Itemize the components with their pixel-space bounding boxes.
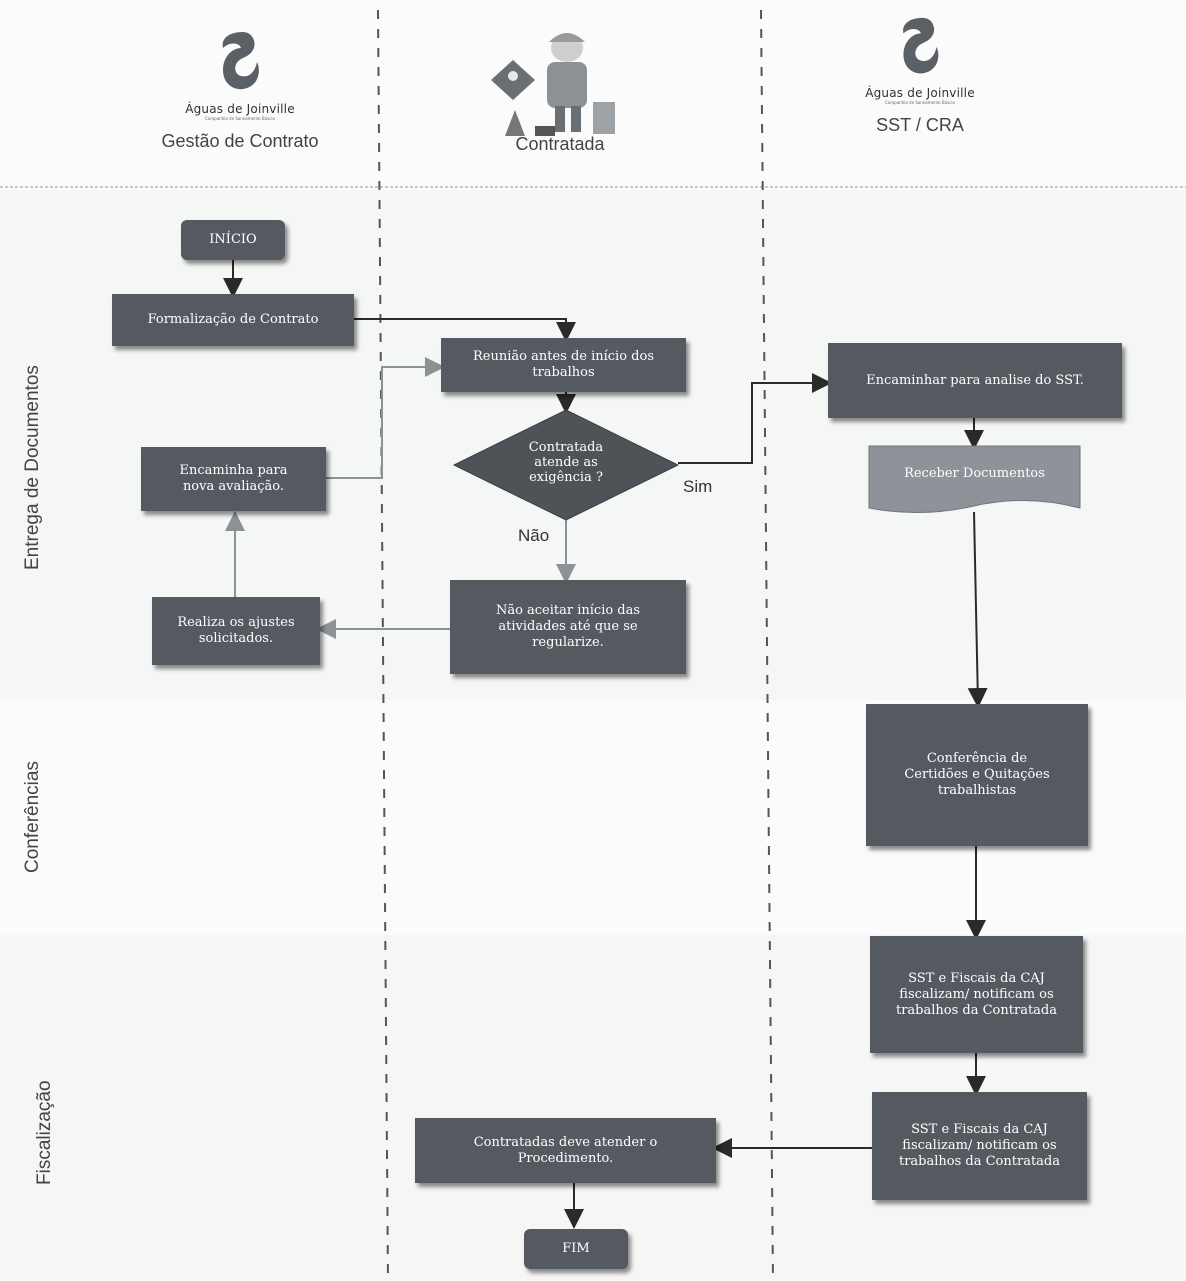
column-title-contratada: Contratada [515, 134, 605, 154]
receber-documentos-label: Receber Documentos [904, 466, 1045, 481]
end-node[interactable]: FIM [524, 1229, 628, 1269]
sst-fiscais-box-2[interactable]: SST e Fiscais da CAJ fiscalizam/ notific… [872, 1092, 1087, 1200]
aguas-logo-icon [903, 17, 939, 74]
header-gestao: Águas de Joinville Companhia de Saneamen… [120, 0, 360, 180]
column-title-gestao: Gestão de Contrato [161, 131, 319, 151]
decision-label: Contratada atende as exigência ? [528, 440, 604, 485]
encaminhar-sst-box[interactable]: Encaminhar para analise do SST. [828, 343, 1122, 418]
sst-fiscais-box-1[interactable]: SST e Fiscais da CAJ fiscalizam/ notific… [870, 936, 1083, 1053]
header-sst: Águas de Joinville Companhia de Saneamen… [800, 0, 1040, 180]
column-divider [377, 9, 389, 1281]
edge-label-sim: Sim [683, 477, 713, 496]
arrow-receber-conferencia [967, 511, 988, 708]
column-title-sst: SST / CRA [876, 115, 964, 135]
brand-name: Águas de Joinville [865, 86, 975, 100]
formalizacao-box[interactable]: Formalização de Contrato [112, 294, 354, 346]
start-node[interactable]: INÍCIO [181, 220, 285, 260]
column-divider [760, 9, 774, 1281]
reuniao-box[interactable]: Reunião antes de início dos trabalhos [441, 338, 686, 392]
decision-diamond [452, 409, 680, 521]
document-shape [868, 445, 1081, 514]
realiza-ajustes-box[interactable]: Realiza os ajustes solicitados. [152, 597, 320, 665]
brand-subtitle: Companhia de Saneamento Básico [205, 116, 275, 121]
arrow-sim-sst [678, 373, 832, 464]
encaminha-avaliacao-box[interactable]: Encaminha para nova avaliação. [141, 447, 326, 511]
arrow-formalizacao-reuniao [354, 318, 576, 342]
conferencia-box[interactable]: Conferência de Certidões e Quitações tra… [866, 704, 1088, 846]
worker-icon [491, 33, 615, 136]
contratadas-procedimento-box[interactable]: Contratadas deve atender o Procedimento. [415, 1118, 716, 1183]
brand-subtitle: Companhia de Saneamento Básico [885, 100, 955, 105]
nao-aceitar-box[interactable]: Não aceitar início das atividades até qu… [450, 580, 686, 674]
edge-label-nao: Não [518, 526, 550, 545]
brand-name: Águas de Joinville [185, 102, 295, 116]
arrow-encaminha-reuniao [326, 357, 445, 479]
aguas-logo-icon [222, 32, 259, 90]
header-contratada: Contratada [440, 0, 680, 180]
